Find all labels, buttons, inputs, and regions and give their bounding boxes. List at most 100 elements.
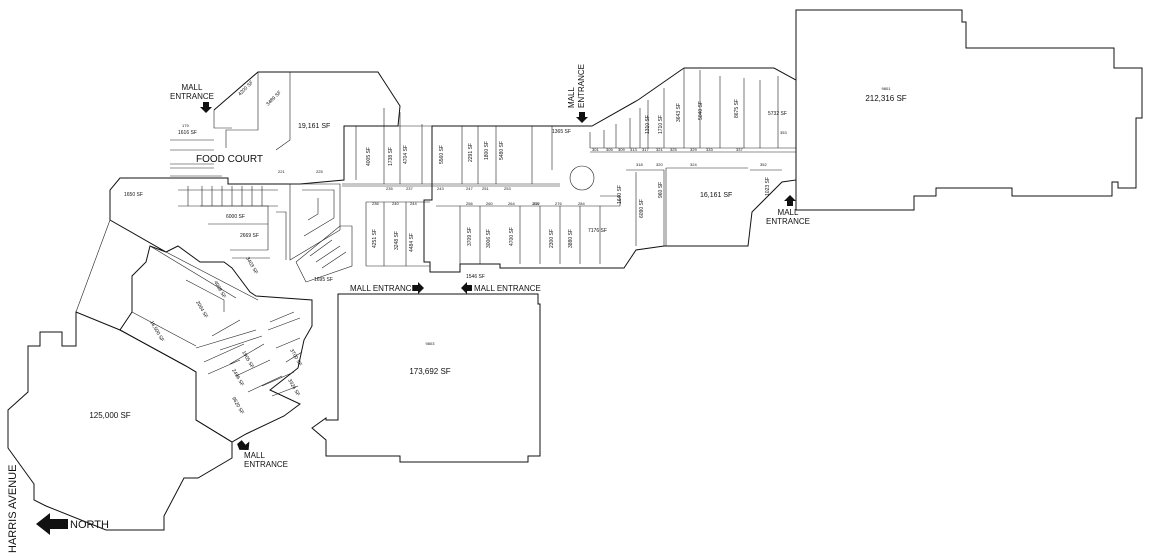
entrance-center-right[interactable]: MALL ENTRANCE bbox=[461, 282, 541, 294]
store-1023: 1023 SF bbox=[765, 177, 771, 196]
store-3709: 3709 SF bbox=[467, 227, 473, 246]
arrow-down-icon bbox=[237, 440, 250, 450]
unit-240: 240 bbox=[392, 201, 399, 206]
store-4704: 4704 SF bbox=[403, 145, 409, 164]
entrance-ne[interactable]: MALL ENTRANCE bbox=[766, 195, 810, 226]
entrance-center-right-label: MALL ENTRANCE bbox=[474, 284, 541, 293]
store-16161: 16,161 SF bbox=[700, 192, 732, 199]
entrance-nw[interactable]: MALL ENTRANCE bbox=[170, 83, 214, 113]
unit-318: 318 bbox=[636, 162, 643, 167]
store-5560: 5560 SF bbox=[439, 145, 445, 164]
unit-268: 268 bbox=[532, 201, 539, 206]
store-1650: 1650 SF bbox=[124, 192, 143, 198]
store-3403: 3403 SF bbox=[244, 256, 259, 275]
anchor-east-id: 9801 bbox=[882, 86, 892, 91]
store-labels: 19,161 SF 16,161 SF 16,500 SF 5732 SF 86… bbox=[124, 80, 787, 416]
unit-236: 236 bbox=[372, 201, 379, 206]
unit-353: 353 bbox=[780, 130, 787, 135]
store-8675: 8675 SF bbox=[734, 99, 740, 118]
store-2084: 2084 SF bbox=[194, 300, 209, 319]
store-1905: 1905 SF bbox=[240, 350, 255, 369]
unit-276: 276 bbox=[555, 201, 562, 206]
store-9620: 9620 SF bbox=[230, 396, 245, 415]
store-960: 960 SF bbox=[658, 182, 664, 198]
unit-329: 329 bbox=[690, 147, 697, 152]
unit-253: 253 bbox=[504, 186, 511, 191]
unit-337: 337 bbox=[736, 147, 743, 152]
unit-256: 256 bbox=[466, 201, 473, 206]
unit-235: 235 bbox=[386, 186, 393, 191]
store-1800: 1800 SF bbox=[484, 141, 490, 160]
store-5040: 5040 SF bbox=[698, 101, 704, 120]
unit-179: 179 bbox=[182, 123, 189, 128]
west-wing bbox=[109, 71, 401, 443]
store-3326: 3326 SF bbox=[286, 378, 301, 397]
store-19161: 19,161 SF bbox=[298, 123, 330, 130]
unit-324: 324 bbox=[690, 162, 697, 167]
arrow-down-icon bbox=[576, 112, 588, 123]
food-court-label: FOOD COURT bbox=[196, 154, 263, 165]
entrance-nw-line2: ENTRANCE bbox=[170, 92, 214, 101]
store-5480: 5480 SF bbox=[499, 141, 505, 160]
unit-317: 317 bbox=[642, 147, 649, 152]
store-1546: 1546 SF bbox=[466, 274, 485, 280]
store-1365: 1365 SF bbox=[552, 129, 571, 135]
store-1616: 1616 SF bbox=[178, 130, 197, 136]
road-label: HARRIS AVENUE bbox=[7, 465, 19, 553]
store-1710: 1710 SF bbox=[658, 115, 664, 134]
unit-264: 264 bbox=[508, 201, 515, 206]
store-2669: 2669 SF bbox=[240, 233, 259, 239]
store-2300: 2300 SF bbox=[549, 229, 555, 248]
unit-325: 325 bbox=[670, 147, 677, 152]
unit-237: 237 bbox=[406, 186, 413, 191]
store-3248: 3248 SF bbox=[394, 231, 400, 250]
anchor-southwest[interactable]: 125,000 SF bbox=[7, 219, 233, 531]
unit-301: 301 bbox=[592, 147, 599, 152]
store-5732: 5732 SF bbox=[768, 111, 787, 117]
store-4484: 4484 SF bbox=[409, 233, 415, 252]
unit-numbers: 179 225 221 235 237 243 247 251 253 301 … bbox=[182, 123, 787, 206]
unit-244: 244 bbox=[410, 201, 417, 206]
unit-321: 321 bbox=[656, 147, 663, 152]
store-3643: 3643 SF bbox=[676, 103, 682, 122]
store-4005: 4005 SF bbox=[366, 147, 372, 166]
entrance-north[interactable]: MALL ENTRANCE bbox=[567, 64, 588, 123]
unit-251: 251 bbox=[482, 186, 489, 191]
entrance-sw-line2: ENTRANCE bbox=[244, 460, 288, 469]
anchor-center[interactable]: 9803 173,692 SF bbox=[311, 293, 541, 463]
store-2496: 2496 SF bbox=[230, 368, 245, 387]
store-3880: 3880 SF bbox=[568, 229, 574, 248]
store-7176: 7176 SF bbox=[588, 228, 607, 234]
unit-260: 260 bbox=[486, 201, 493, 206]
unit-272: 272 bbox=[533, 201, 540, 206]
store-6090: 6090 SF bbox=[639, 199, 645, 218]
entrance-sw[interactable]: MALL ENTRANCE bbox=[236, 437, 288, 469]
store-1640: 1640 SF bbox=[617, 185, 623, 204]
anchor-east[interactable]: 9801 212,316 SF bbox=[795, 9, 1143, 211]
unit-221: 221 bbox=[278, 169, 285, 174]
anchor-center-id: 9803 bbox=[426, 341, 436, 346]
entrance-center-left[interactable]: MALL ENTRANCE bbox=[350, 282, 424, 294]
store-1310: 1310 SF bbox=[645, 115, 651, 134]
unit-320: 320 bbox=[656, 162, 663, 167]
arrow-up-icon bbox=[784, 195, 796, 206]
arrow-left-icon bbox=[36, 513, 68, 535]
store-3006: 3006 SF bbox=[486, 229, 492, 248]
unit-284: 284 bbox=[578, 201, 585, 206]
store-16500: 16,500 SF bbox=[148, 320, 165, 343]
entrance-ne-line2: ENTRANCE bbox=[766, 217, 810, 226]
store-6000: 6000 SF bbox=[226, 214, 245, 220]
unit-333: 333 bbox=[706, 147, 713, 152]
unit-309: 309 bbox=[618, 147, 625, 152]
north-indicator: NORTH bbox=[36, 513, 109, 535]
north-label: NORTH bbox=[70, 519, 109, 531]
store-1695: 1695 SF bbox=[314, 277, 333, 283]
anchor-east-area: 212,316 SF bbox=[865, 94, 906, 103]
unit-243: 243 bbox=[437, 186, 444, 191]
store-1738: 1738 SF bbox=[388, 147, 394, 166]
anchor-southwest-area: 125,000 SF bbox=[89, 411, 130, 420]
store-3489: 3489 SF bbox=[265, 90, 283, 108]
entrance-center-left-label: MALL ENTRANCE bbox=[350, 284, 417, 293]
entrance-north-line2: ENTRANCE bbox=[577, 64, 586, 108]
